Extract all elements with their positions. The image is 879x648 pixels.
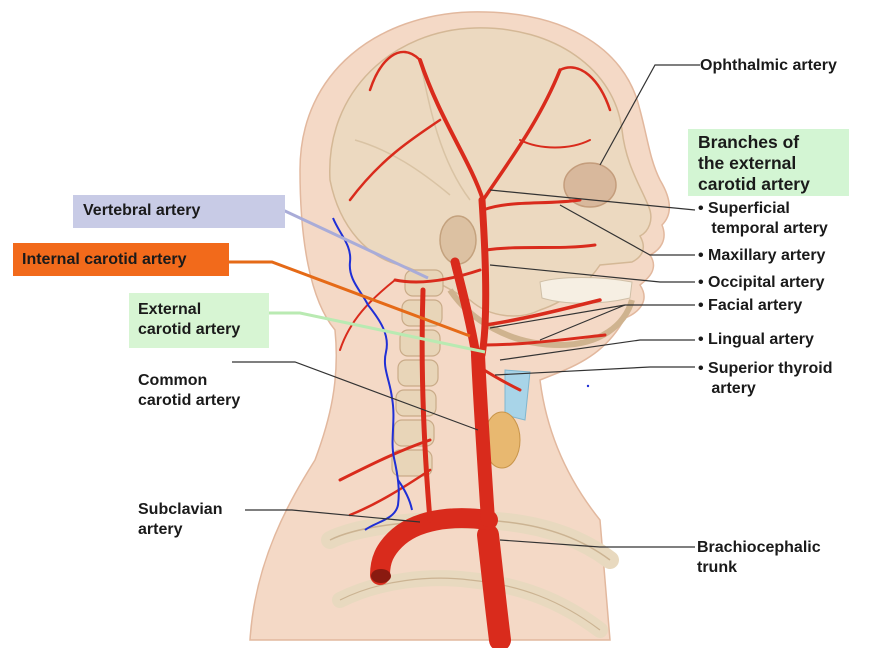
external-carotid-label-box [129, 293, 269, 348]
label-lingual: • Lingual artery [698, 331, 814, 348]
label-occipital: • Occipital artery [698, 274, 825, 291]
vertebral-label-box [73, 195, 285, 228]
label-superior-thyroid: • Superior thyroid artery [698, 360, 833, 397]
leader-lines [232, 64, 700, 548]
vertebral-artery-trace [332, 217, 400, 531]
label-maxillary: • Maxillary artery [698, 247, 826, 264]
label-branches-title: Branches of the external carotid artery [698, 132, 810, 194]
label-vertebral: Vertebral artery [83, 202, 201, 219]
label-superficial-temporal: • Superficial temporal artery [698, 200, 828, 237]
label-common-carotid: Common carotid artery [138, 372, 241, 409]
thyroid-larynx [483, 369, 531, 469]
label-internal-carotid: Internal carotid artery [22, 251, 187, 268]
label-brachiocephalic: Brachiocephalic trunk [697, 539, 821, 576]
label-external-carotid: External carotid artery [138, 301, 241, 338]
label-facial: • Facial artery [698, 297, 803, 314]
label-ophthalmic-artery: Ophthalmic artery [700, 57, 837, 74]
internal-carotid-label-box [13, 243, 229, 276]
label-subclavian: Subclavian artery [138, 501, 223, 538]
branches-title-box [688, 129, 849, 196]
arteries [338, 50, 612, 648]
